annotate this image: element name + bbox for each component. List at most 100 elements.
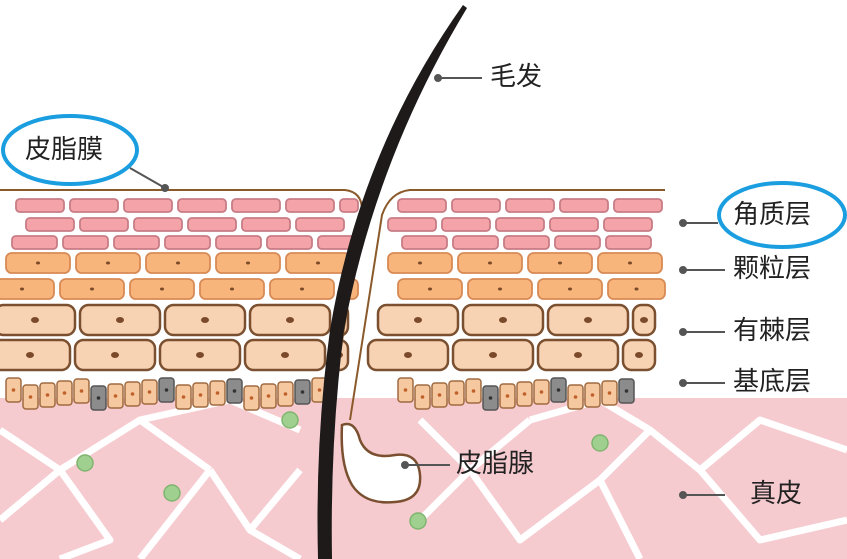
cell-nucleus [300,390,305,394]
cell-nucleus [266,394,271,398]
cell-nucleus [196,352,204,358]
corneum-cell [177,198,227,213]
cell-nucleus [300,287,304,291]
cell-nucleus [499,317,507,323]
label-sebaceous-gland: 皮脂腺 [456,449,535,479]
dermis-layer [0,396,847,559]
cell-nucleus [624,389,629,393]
dermis-fiber [417,467,473,523]
corneum-cell [452,235,499,250]
cell-nucleus [404,352,412,358]
cell-nucleus [116,317,124,323]
cell-nucleus [113,394,118,398]
dermis-cell [76,454,94,472]
label-stratum-basale: 基底层 [733,367,812,397]
cell-nucleus [201,317,209,323]
dermis-fiber [137,467,213,559]
spinous-cell [0,338,72,372]
corneum-cell [401,235,448,250]
dermis-fiber [57,467,114,559]
label-stratum-corneum: 角质层 [733,200,812,230]
dermis-fiber [467,467,603,544]
cell-nucleus [79,389,84,393]
cell-nucleus [36,261,40,265]
cell-nucleus [26,352,34,358]
cell-nucleus [45,393,50,397]
cell-nucleus [488,396,493,400]
granular-cell [0,278,55,300]
cell-nucleus [505,394,510,398]
highlight-ring-sebum-film [1,114,139,186]
corneum-cell [603,217,653,232]
cell-nucleus [147,390,152,394]
corneum-cell [113,235,160,250]
cell-nucleus [176,261,180,265]
cell-nucleus [246,261,250,265]
corneum-cell [285,198,335,213]
cell-nucleus [574,352,582,358]
cell-nucleus [584,317,592,323]
cell-nucleus [20,287,24,291]
dermis-cell [281,411,299,429]
cell-nucleus [106,261,110,265]
skin-surface-right [349,189,665,421]
cell-nucleus [607,391,612,395]
corneum-cell [605,235,652,250]
corneum-cell [164,235,211,250]
corneum-cell [62,235,109,250]
cell-nucleus [31,317,39,323]
cell-nucleus [28,395,33,399]
label-sebum-film: 皮脂膜 [25,135,104,165]
corneum-cell [554,235,601,250]
corneum-cell [505,198,555,213]
corneum-cell [549,217,599,232]
sebaceous-gland [340,422,422,504]
cell-nucleus [573,395,578,399]
dermis-cell [591,434,609,452]
corneum-cell [559,198,609,213]
cell-nucleus [160,287,164,291]
label-hair: 毛发 [490,62,543,92]
corneum-cell [231,198,281,213]
cell-nucleus [437,393,442,397]
corneum-cell [441,217,491,232]
dermis-cell [163,484,181,502]
corneum-cell [133,217,183,232]
cell-nucleus [418,261,422,265]
dermis-fiber [248,526,302,559]
cell-nucleus [539,390,544,394]
cell-nucleus [522,392,527,396]
cell-nucleus [498,287,502,291]
label-dermis: 真皮 [750,479,803,509]
corneum-cell [187,217,237,232]
cell-nucleus [488,261,492,265]
cell-nucleus [403,388,408,392]
highlight-ring-corneum [717,181,847,249]
dermis-cell [409,512,427,530]
cell-nucleus [590,393,595,397]
corneum-cell [215,235,262,250]
cell-nucleus [249,396,254,400]
cell-nucleus [558,261,562,265]
corneum-cell [503,235,550,250]
cell-nucleus [454,391,459,395]
cell-nucleus [635,352,643,358]
cell-nucleus [628,261,632,265]
corneum-cell [339,198,359,213]
dermis-fiber [697,416,847,473]
cell-nucleus [634,287,639,291]
corneum-cell [451,198,501,213]
cell-nucleus [568,287,572,291]
label-stratum-granulosum: 颗粒层 [733,254,812,284]
cell-nucleus [428,287,432,291]
cell-nucleus [96,396,101,400]
dermis-fiber [597,426,703,483]
cell-nucleus [62,391,67,395]
corneum-cell [15,198,65,213]
cell-nucleus [489,352,497,358]
cell-nucleus [90,287,94,291]
cell-nucleus [232,389,237,393]
cell-nucleus [230,287,234,291]
